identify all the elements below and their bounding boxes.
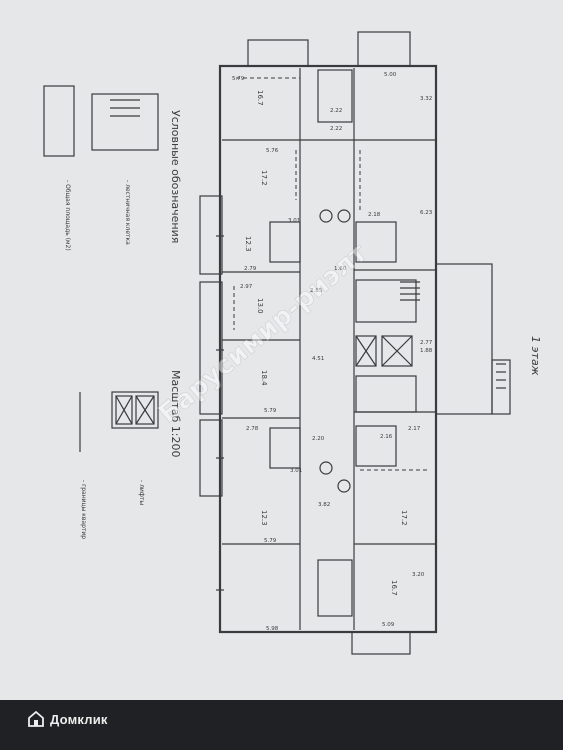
legend-item-lifts: - лифты (138, 480, 145, 505)
dimension-label: 3.32 (420, 96, 432, 102)
apartment-boundaries (233, 77, 430, 540)
dimension-label: 3.01 (288, 218, 300, 224)
room-area-label: 12.3 (244, 236, 252, 252)
dimension-label: 2.22 (330, 126, 342, 132)
dimension-label: 6.23 (420, 210, 433, 216)
dimension-label: 2.85 (310, 288, 323, 294)
dimension-label: 2.16 (380, 434, 393, 440)
dimension-label: 5.76 (266, 148, 279, 154)
floor-label: 1 этаж (529, 336, 542, 376)
dimension-label: 5.79 (232, 76, 245, 82)
dimension-label: 5.79 (264, 538, 277, 544)
dimension-label: 2.97 (240, 284, 253, 290)
legend-symbols (43, 85, 159, 452)
paper-sheet (0, 0, 563, 700)
dimension-label: 4.51 (312, 356, 324, 362)
house-logo-icon (28, 711, 44, 727)
room-area-label: 17.2 (260, 170, 268, 186)
dimension-label: 2.20 (312, 436, 325, 442)
room-area-label: 12.3 (260, 510, 268, 526)
room-area-label: 16.7 (256, 90, 264, 106)
dimension-label: 2.77 (420, 340, 433, 346)
dimension-label: 1.60 (334, 266, 347, 272)
room-area-label: 13.0 (256, 298, 264, 314)
room-area-label: 18.4 (260, 370, 268, 386)
dimension-label: 1.88 (420, 348, 433, 354)
room-labels: 16.7 17.2 12.3 13.0 18.4 12.3 17.2 16.7 (244, 90, 408, 596)
legend-text: Условные обозначения Масштаб 1:200 - лес… (64, 110, 542, 539)
dimension-label: 3.82 (318, 502, 330, 508)
brand-name: Домклик (50, 711, 108, 727)
legend-item-stair: - лестничная клетка (124, 180, 131, 245)
plan-outline (199, 31, 511, 655)
dimension-label: 5.00 (384, 72, 397, 78)
dimension-label: 2.22 (330, 108, 342, 114)
brand-watermark: Домклик (28, 711, 108, 727)
scale-label: Масштаб 1:200 (169, 370, 182, 457)
dimension-label: 3.20 (412, 572, 425, 578)
dimension-label: 2.18 (368, 212, 381, 218)
legend-item-boundaries: - границы квартир (80, 480, 87, 539)
room-area-label: 16.7 (390, 580, 398, 596)
legend-title: Условные обозначения (169, 110, 182, 243)
dimension-label: 3.01 (290, 468, 302, 474)
dimension-label: 5.09 (382, 622, 395, 628)
dimension-label: 2.17 (408, 426, 421, 432)
dimension-label: 2.78 (246, 426, 259, 432)
dark-margin (0, 700, 563, 750)
dimension-label: 5.98 (266, 626, 279, 632)
dimension-label: 5.79 (264, 408, 277, 414)
dimension-labels: 5.79 5.00 5.76 3.32 3.01 2.18 2.97 2.77 … (232, 72, 433, 632)
room-area-label: 17.2 (400, 510, 408, 526)
legend-item-area: - Общая площадь (м2) (64, 180, 71, 251)
dimension-label: 2.79 (244, 266, 257, 272)
